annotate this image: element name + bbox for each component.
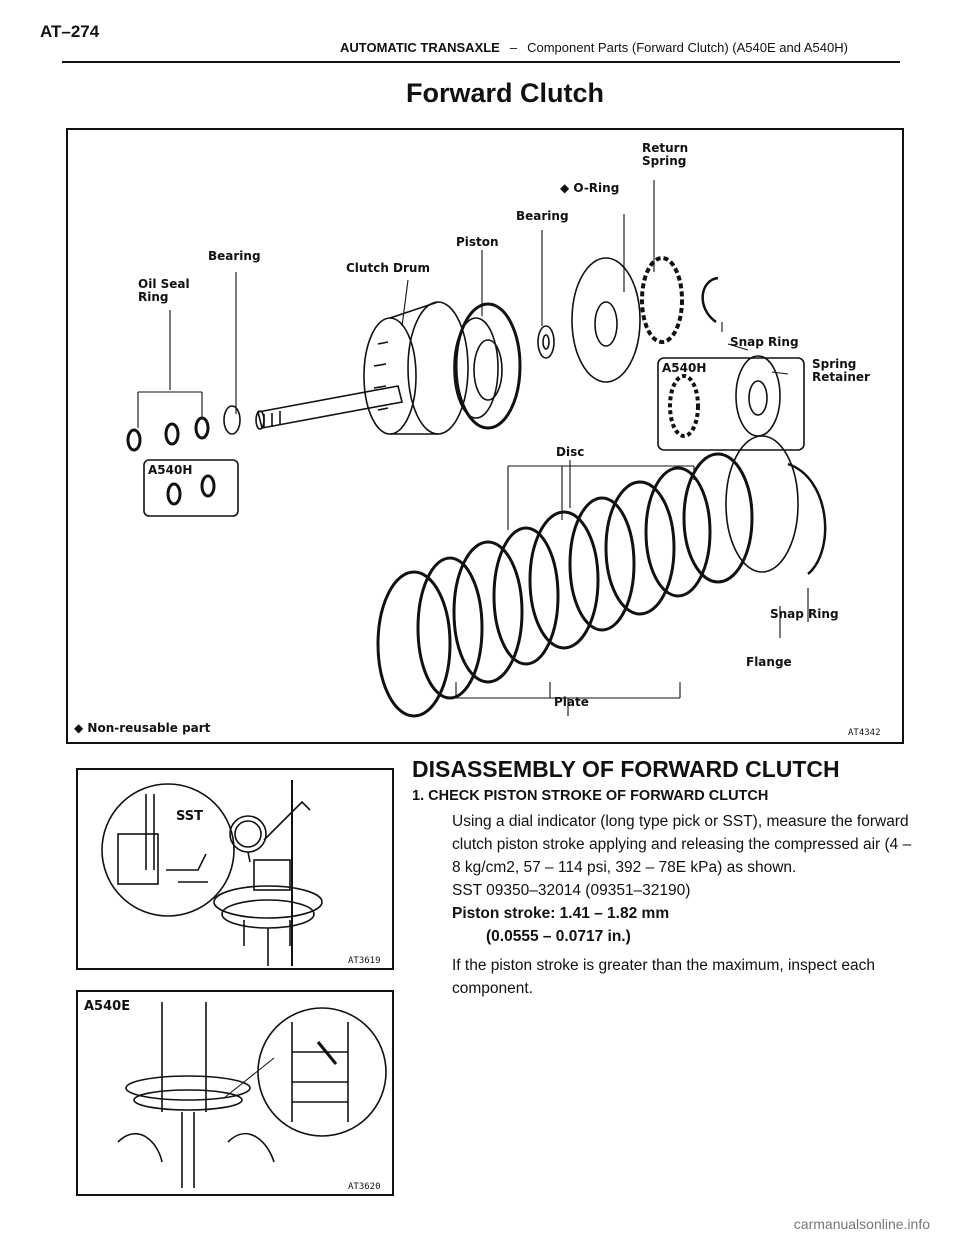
- label-spring-retainer: Spring Retainer: [812, 357, 870, 384]
- dial-indicator-drawing: [101, 780, 323, 966]
- footer-watermark-url: carmanualsonline.info: [793, 1216, 930, 1232]
- header-rule: [62, 61, 900, 63]
- label-return-spring: Return Spring: [642, 141, 689, 168]
- section-title: AUTOMATIC TRANSAXLE: [340, 40, 500, 55]
- label-flange: Flange: [746, 655, 792, 669]
- piston-stroke-spec: Piston stroke: 1.41 – 1.82 mm: [452, 905, 670, 922]
- label-snap-ring-bottom: Snap Ring: [770, 607, 839, 621]
- figure-code-b: AT3620: [348, 1182, 381, 1192]
- label-a540h-left: A540H: [148, 463, 193, 477]
- label-non-reusable: ◆ Non-reusable part: [74, 721, 211, 735]
- label-clutch-drum: Clutch Drum: [346, 261, 430, 275]
- dial-indicator-figure: SST AT3619: [76, 768, 394, 970]
- label-o-ring: ◆ O-Ring: [560, 181, 620, 195]
- page-title: Forward Clutch: [405, 78, 604, 108]
- step-1-instruction: Using a dial indicator (long type pick o…: [452, 813, 912, 876]
- step-1-heading: 1. CHECK PISTON STROKE OF FORWARD CLUTCH: [412, 788, 769, 804]
- step-1-followup: If the piston stroke is greater than the…: [452, 957, 876, 997]
- figure-code-main: AT4342: [848, 728, 881, 738]
- step-1-sst: SST 09350–32014 (09351–32190): [452, 882, 691, 899]
- step-1-body: Using a dial indicator (long type pick o…: [452, 810, 912, 1000]
- a540e-figure: A540E AT3620: [76, 990, 394, 1196]
- page-number: AT–274: [40, 22, 100, 41]
- label-plate: Plate: [554, 695, 589, 709]
- label-bearing-top: Bearing: [516, 209, 569, 223]
- exploded-view-drawing: [126, 180, 827, 718]
- label-a540h-right: A540H: [662, 361, 707, 375]
- label-disc: Disc: [556, 445, 585, 459]
- figure-code-a: AT3619: [348, 956, 381, 966]
- exploded-view-figure: Return Spring ◆ O-Ring Bearing Piston Cl…: [66, 128, 904, 744]
- label-piston: Piston: [456, 235, 499, 249]
- label-bearing-left: Bearing: [208, 249, 261, 263]
- running-header: AUTOMATIC TRANSAXLE–Component Parts (For…: [340, 40, 848, 55]
- header-separator: –: [509, 40, 518, 55]
- label-oil-seal-ring: Oil Seal Ring: [138, 277, 190, 304]
- label-a540e: A540E: [84, 999, 131, 1014]
- procedure-heading: DISASSEMBLY OF FORWARD CLUTCH: [412, 756, 840, 782]
- label-sst: SST: [176, 809, 204, 824]
- subsection-title: Component Parts (Forward Clutch) (A540E …: [527, 40, 848, 55]
- label-snap-ring-top: Snap Ring: [730, 335, 799, 349]
- a540e-drawing: [117, 1002, 387, 1188]
- piston-stroke-spec-inches: (0.0555 – 0.0717 in.): [486, 928, 631, 945]
